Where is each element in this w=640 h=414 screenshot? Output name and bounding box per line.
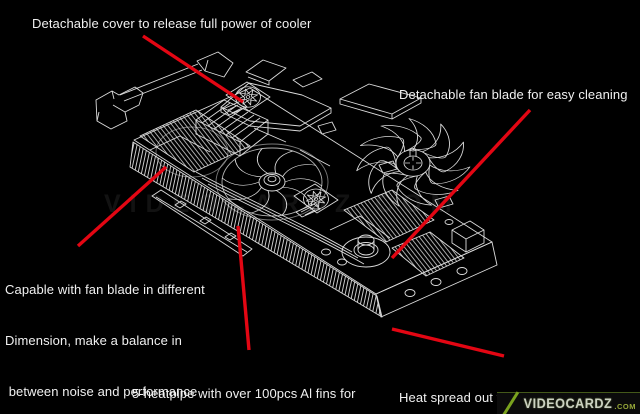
- annotation-heatpipe: 5-heatpipe with over 100pcs Al fins for …: [132, 351, 356, 414]
- heatsink-fins-mid: [343, 189, 435, 243]
- ribbed-block: [195, 99, 269, 157]
- mounting-bracket: [95, 86, 144, 130]
- side-bracket-plate: [151, 189, 253, 257]
- screw-holes: [321, 248, 468, 297]
- videocardz-logo: VIDEOCARDZ .COM: [497, 391, 640, 414]
- annotation-lines: [76, 34, 532, 358]
- annotation-fan-dimension: Capable with fan blade in different Dime…: [5, 247, 205, 414]
- annotation-line-cover: [142, 34, 244, 104]
- annotation-cover: Detachable cover to release full power o…: [32, 16, 312, 31]
- detachable-cover-plate: [220, 59, 422, 132]
- logo-slash-icon: [501, 391, 520, 414]
- cover-badge-icon: [225, 81, 271, 112]
- support-arm: [119, 51, 234, 102]
- power-connector-block: [444, 219, 485, 253]
- cooler-body: [133, 87, 498, 318]
- annotation-line: 5-heatpipe with over 100pcs Al fins for: [132, 386, 356, 401]
- annotation-line: Dimension, make a balance in: [5, 333, 182, 348]
- heatsink-fins-right: [391, 231, 465, 277]
- annotation-fan-blade: Detachable fan blade for easy cleaning: [399, 87, 628, 102]
- annotation-line-heatpipe: [236, 225, 251, 351]
- annotation-line-heat-spread: [391, 327, 505, 358]
- side-panel-fins: [129, 141, 383, 318]
- annotation-line-fan-blade: [390, 108, 532, 260]
- annotation-line-fan-dimension: [76, 165, 168, 248]
- logo-tld: .COM: [614, 402, 636, 411]
- heatsink-fins-left: [139, 109, 251, 173]
- fan-hub-boss: [341, 234, 391, 268]
- detached-fan-blade: [353, 115, 475, 212]
- annotation-line: between noise and performance: [5, 384, 198, 399]
- logo-wordmark: VIDEOCARDZ: [523, 396, 613, 411]
- shroud-fan-impeller: [215, 143, 329, 221]
- annotation-line: Capable with fan blade in different: [5, 282, 205, 297]
- left-fan-outline: [155, 126, 229, 178]
- body-badge-icon: [293, 183, 339, 218]
